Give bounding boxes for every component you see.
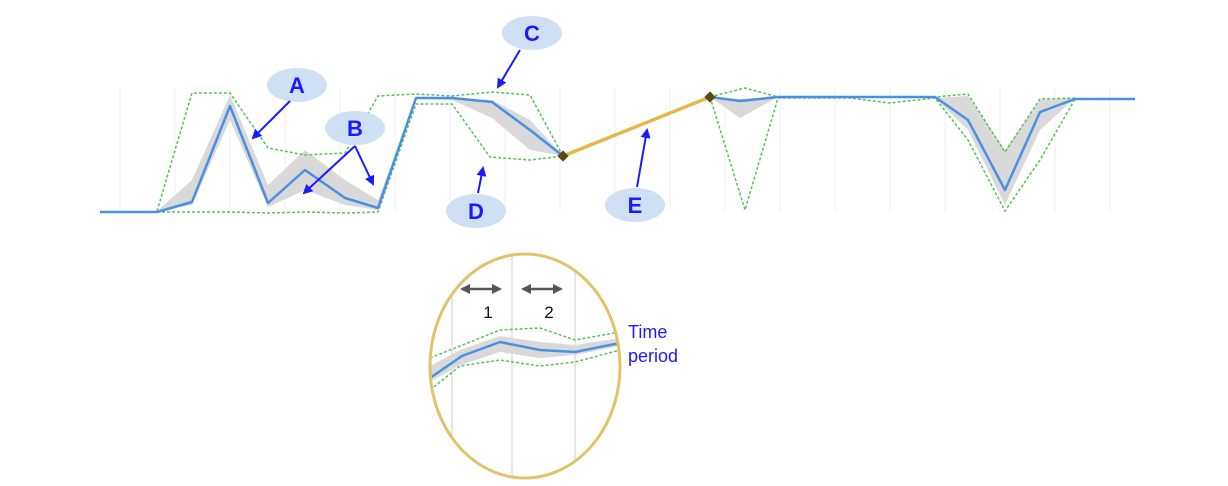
callout-d: D <box>446 194 506 228</box>
arrow-b-right <box>354 145 375 186</box>
arrow-b-left <box>302 145 356 195</box>
gap-start-marker <box>557 150 569 162</box>
inset-mean-line <box>430 340 620 380</box>
callout-b: B <box>325 111 385 145</box>
callout-a: A <box>267 68 327 102</box>
gap-interpolation-line <box>562 95 711 158</box>
inset-magnifier: 1 2 <box>428 252 622 480</box>
uncertainty-band <box>416 98 563 156</box>
arrow-c <box>496 49 521 89</box>
upper-bound-line <box>709 87 1076 154</box>
callout-b-label: B <box>347 116 363 141</box>
mean-line <box>100 96 564 214</box>
uncertainty-band <box>710 97 778 118</box>
callout-a-label: A <box>289 73 305 98</box>
arrow-a <box>251 100 291 140</box>
gap-end-marker <box>704 91 716 103</box>
time-period-label-line2: period <box>628 346 678 366</box>
time-period-label-line1: Time <box>628 322 667 342</box>
lower-bound-line <box>157 103 564 214</box>
callout-c: C <box>502 16 562 50</box>
callout-e: E <box>605 188 665 222</box>
callout-c-label: C <box>524 21 540 46</box>
callout-d-label: D <box>468 199 484 224</box>
period-1-label: 1 <box>483 303 492 322</box>
callout-e-label: E <box>628 193 643 218</box>
lower-bound-line <box>709 96 1076 213</box>
inset-upper-bound-line <box>430 327 620 359</box>
inset-lower-bound-line <box>430 349 620 391</box>
mean-line <box>709 95 1135 192</box>
inset-uncertainty-band <box>430 336 620 382</box>
arrow-d <box>476 166 487 194</box>
callout-arrows <box>251 49 651 195</box>
upper-bound-line <box>156 91 564 212</box>
period-2-label: 2 <box>544 303 553 322</box>
arrow-e <box>636 128 651 188</box>
